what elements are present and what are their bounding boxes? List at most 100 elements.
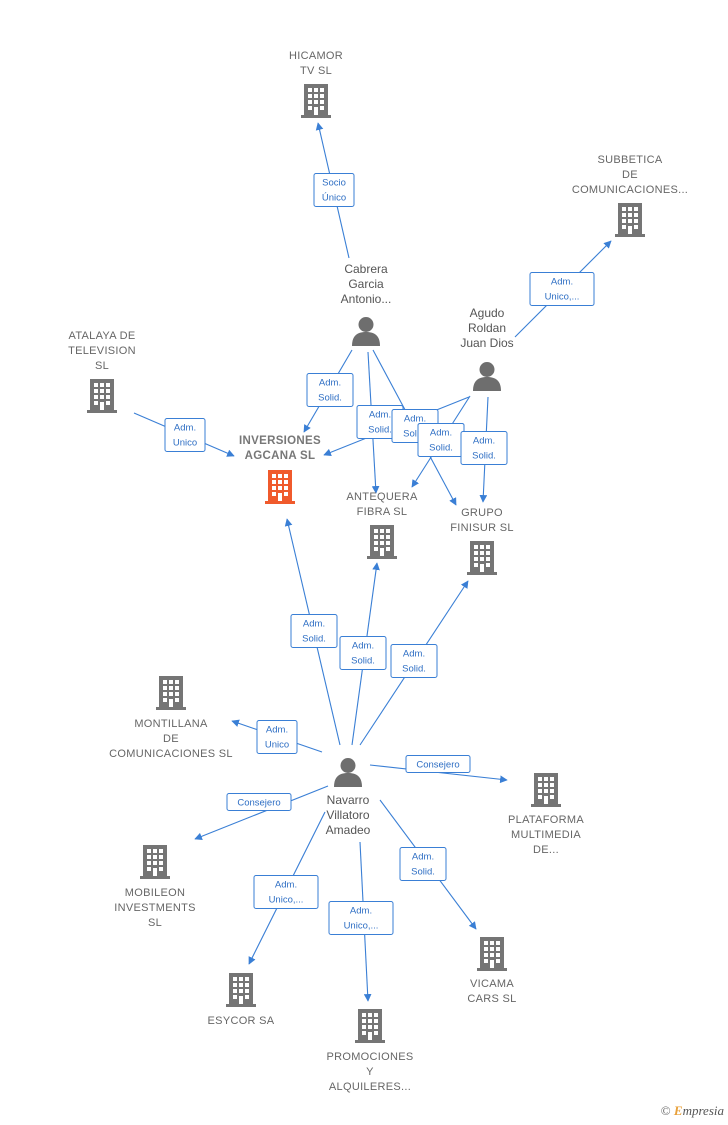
edge-label-text: Adm. [174,423,196,434]
edge-label-text: Adm. [350,906,372,917]
node-label-antequera: FIBRA SL [357,506,408,518]
node-label-mobileon: MOBILEON [125,887,185,899]
building-icon [477,937,507,971]
edge-label-text: Adm. [404,414,426,425]
building-icon [265,470,295,504]
building-icon [140,845,170,879]
footer-brand: © Empresia [661,1103,724,1119]
edge-label-text: Solid. [429,443,453,454]
edge-label-text: Unico,... [545,292,580,303]
node-label-grupo: GRUPO [461,507,503,519]
edge-label-text: Consejero [237,798,280,809]
building-icon [355,1009,385,1043]
edge-navarro-to-mobileon [194,785,329,841]
edge-label-text: Adm. [551,277,573,288]
node-label-atalaya: SL [95,360,109,372]
node-label-navarro: Amadeo [326,823,371,837]
edge-label-atalaya-to-inversiones[interactable]: Adm. Unico [164,418,206,452]
node-label-hicamor: TV SL [300,65,332,77]
edge-label-text: Adm. [430,428,452,439]
node-label-promociones: Y [366,1066,374,1078]
edge-label-navarro-to-plataforma[interactable]: Consejero [405,755,471,773]
edge-label-navarro-to-mobileon[interactable]: Consejero [226,793,292,811]
node-label-mobileon: INVESTMENTS [114,902,196,914]
edge-label-text: Solid. [411,867,435,878]
node-label-agudo: Roldan [468,321,506,335]
person-icon [334,758,362,787]
node-cabrera[interactable]: CabreraGarciaAntonio... [341,262,392,346]
edge-label-text: Adm. [403,649,425,660]
node-label-montillana: MONTILLANA [134,718,208,730]
edge-label-text: Solid. [472,451,496,462]
edge-label-agudo-to-grupo[interactable]: Adm. Solid. [460,431,508,465]
edge-label-text: Solid. [368,425,392,436]
edge-label-text: Adm. [473,436,495,447]
edge-label-text: Adm. [303,619,325,630]
edge-label-cabrera-to-inversiones[interactable]: Adm.Solid. [306,373,354,407]
edge-label-text: Unico,... [269,895,304,906]
edge-label-agudo-to-antequera[interactable]: Adm. Solid. [417,423,465,457]
node-label-subbetica: SUBBETICA [597,154,662,166]
edge-label-navarro-to-esycor[interactable]: Adm.Unico,... [253,875,319,909]
node-inversiones[interactable]: INVERSIONES AGCANA SL [239,435,321,504]
node-label-plataforma: MULTIMEDIA [511,829,581,841]
building-icon [615,203,645,237]
edge-label-text: Solid. [318,393,342,404]
node-label-inversiones: AGCANA SL [245,450,316,462]
edge-label-navarro-to-promociones[interactable]: Adm. Unico,... [328,901,394,935]
node-label-montillana: COMUNICACIONES SL [109,748,233,760]
node-label-agudo: Agudo [470,306,505,320]
node-label-cabrera: Antonio... [341,292,392,306]
edge-label-text: Socio [322,178,346,189]
node-label-navarro: Villatoro [326,808,369,822]
node-label-navarro: Navarro [327,793,370,807]
node-subbetica[interactable]: SUBBETICA DE COMUNICACIONES... [572,154,688,237]
building-icon [301,84,331,118]
node-esycor[interactable]: ESYCOR SA [208,973,275,1027]
building-icon [531,773,561,807]
node-label-promociones: PROMOCIONES [326,1051,413,1063]
edge-label-navarro-to-antequera[interactable]: Adm.Solid. [339,636,387,670]
edge-label-agudo-to-subbetica[interactable]: Adm. Unico,... [529,272,595,306]
edge-label-text: Solid. [402,664,426,675]
node-label-plataforma: DE... [533,844,559,856]
node-atalaya[interactable]: ATALAYA DE TELEVISION SL [68,330,136,413]
edge-label-navarro-to-grupo[interactable]: Adm. Solid. [390,644,438,678]
edges-layer [133,122,612,1002]
edge-label-text: Unico,... [344,921,379,932]
edge-label-text: Consejero [416,760,459,771]
edge-label-text: Único [322,193,346,204]
node-plataforma[interactable]: PLATAFORMAMULTIMEDIADE... [508,773,584,856]
edge-label-text: Adm. [266,725,288,736]
node-label-subbetica: DE [622,169,638,181]
node-label-esycor: ESYCOR SA [208,1015,275,1027]
node-promociones[interactable]: PROMOCIONES Y ALQUILERES... [326,1009,413,1093]
building-icon [156,676,186,710]
edge-label-text: Adm. [352,641,374,652]
copyright-symbol: © [660,1103,671,1118]
edge-label-navarro-to-inversiones[interactable]: Adm.Solid. [290,614,338,648]
edge-label-navarro-to-montillana[interactable]: Adm.Unico [256,720,298,754]
node-label-cabrera: Garcia [348,277,384,291]
node-label-subbetica: COMUNICACIONES... [572,184,688,196]
node-label-atalaya: TELEVISION [68,345,136,357]
node-label-montillana: DE [163,733,179,745]
node-label-promociones: ALQUILERES... [329,1081,411,1093]
node-label-atalaya: ATALAYA DE [69,330,136,342]
edge-label-text: Unico [173,438,197,449]
node-label-inversiones: INVERSIONES [239,435,321,447]
node-montillana[interactable]: MONTILLANA DE COMUNICACIONES SL [109,676,233,760]
node-label-agudo: Juan Dios [460,336,513,350]
edge-label-text: Adm. [369,410,391,421]
edge-label-navarro-to-vicama[interactable]: Adm.Solid. [399,847,447,881]
